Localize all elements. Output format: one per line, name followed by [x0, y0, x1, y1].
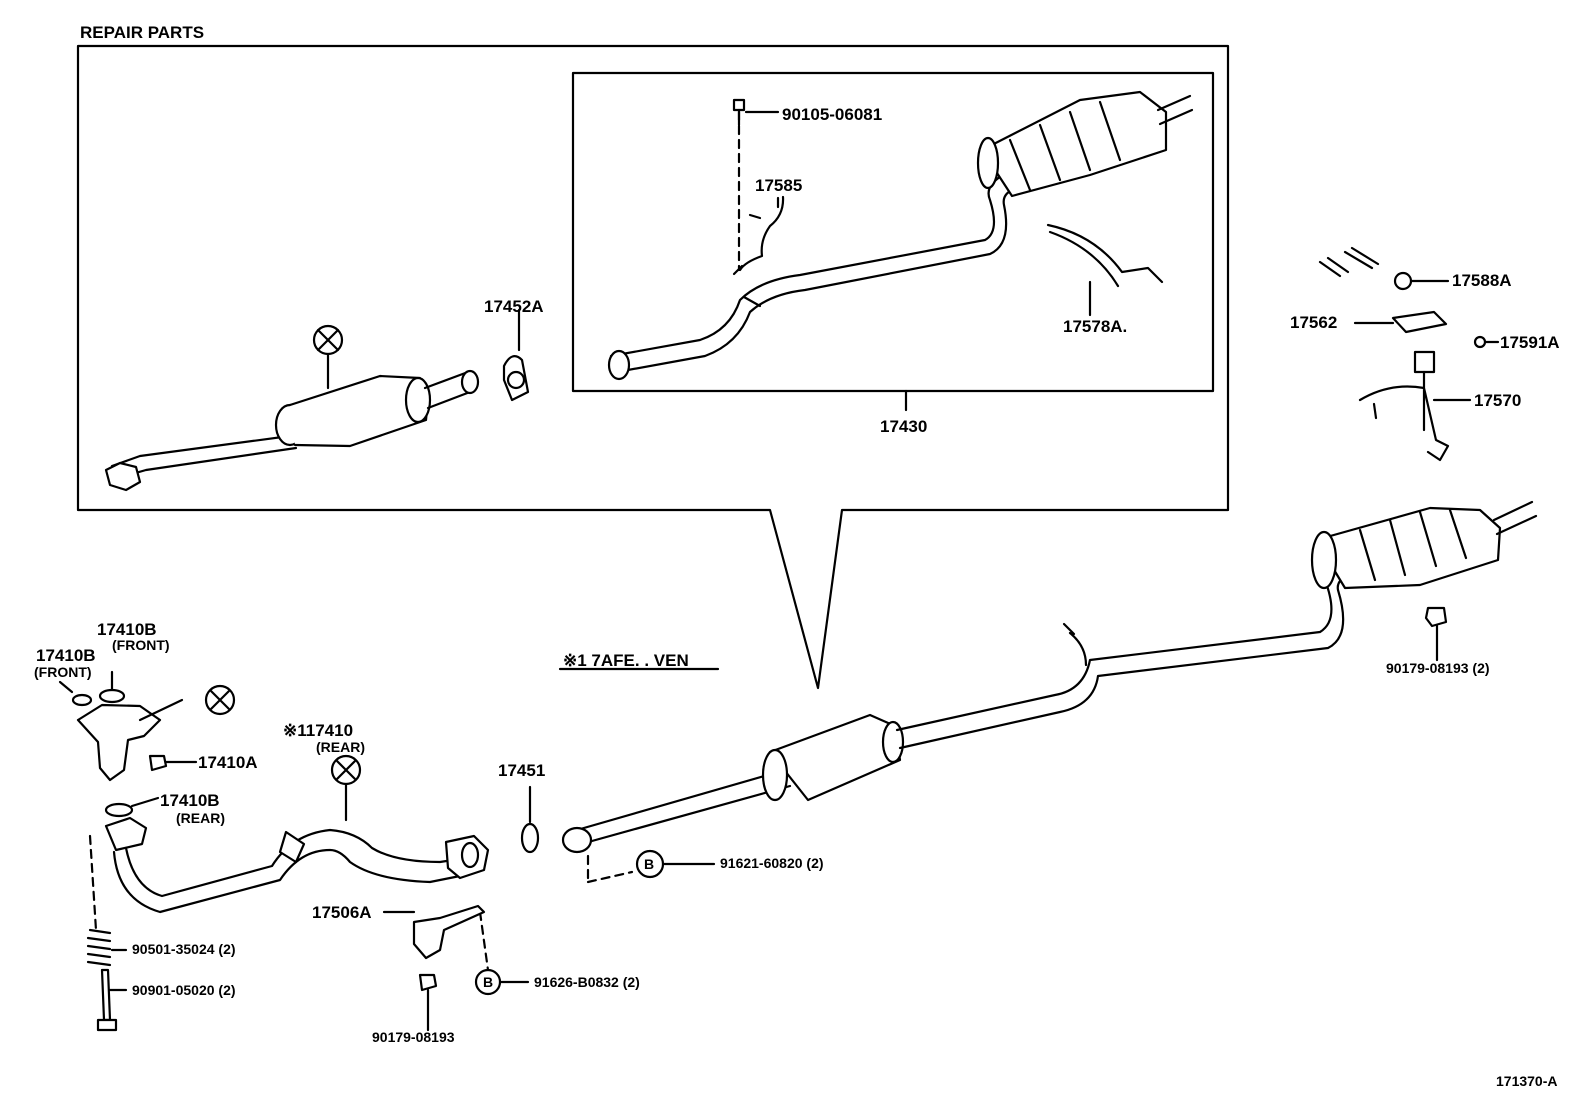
figure-code: 171370-A — [1496, 1073, 1558, 1089]
part-label-17410B-rear-sub: (REAR) — [176, 810, 225, 826]
part-label-17570: 17570 — [1474, 391, 1522, 410]
tailpipe-assembly-frame — [571, 71, 1215, 393]
part-label-117410-sub: (REAR) — [316, 739, 365, 755]
hanger-parts-right — [1318, 246, 1500, 462]
page-title: REPAIR PARTS — [80, 23, 205, 42]
note-text: ※1 7AFE. . VEN — [563, 651, 689, 670]
part-label-17410B-front-1-sub: (FRONT) — [112, 637, 170, 653]
part-label-17410A: 17410A — [198, 753, 258, 772]
part-label-90179-08193-bottom: 90179-08193 — [372, 1029, 455, 1045]
part-label-17585: 17585 — [755, 176, 803, 195]
part-label-17410B-front-1: 17410B — [97, 620, 157, 639]
part-label-17588A: 17588A — [1452, 271, 1512, 290]
part-label-91626-B0832: 91626-B0832 (2) — [534, 974, 640, 990]
part-label-17410B-front-2-sub: (FRONT) — [34, 664, 92, 680]
part-label-91621-60820: 91621-60820 (2) — [720, 855, 824, 871]
part-label-17452A: 17452A — [484, 297, 544, 316]
repair-parts-frame — [76, 44, 1230, 690]
part-label-17562: 17562 — [1290, 313, 1338, 332]
part-label-17591A: 17591A — [1500, 333, 1560, 352]
circle-b-label-2: B — [483, 974, 494, 990]
part-label-17410B-front-2: 17410B — [36, 646, 96, 665]
part-label-17410B-rear: 17410B — [160, 791, 220, 810]
part-label-17451: 17451 — [498, 761, 546, 780]
main-exhaust — [561, 500, 1538, 854]
part-label-17506A: 17506A — [312, 903, 372, 922]
part-label-17578A: 17578A. — [1063, 317, 1128, 336]
circle-b-label-1: B — [644, 856, 655, 872]
part-label-90179-08193-right: 90179-08193 (2) — [1386, 660, 1490, 676]
tailpipe-17430 — [607, 90, 1194, 381]
front-pipe-group — [58, 670, 716, 1032]
part-label-90901-05020: 90901-05020 (2) — [132, 982, 236, 998]
part-label-90501-35024: 90501-35024 (2) — [132, 941, 236, 957]
part-label-90105-06081: 90105-06081 — [782, 105, 883, 124]
clamp-17452A — [502, 308, 530, 402]
center-pipe-repair — [104, 324, 480, 492]
part-label-117410: ※117410 — [283, 721, 354, 740]
part-label-17430: 17430 — [880, 417, 928, 436]
